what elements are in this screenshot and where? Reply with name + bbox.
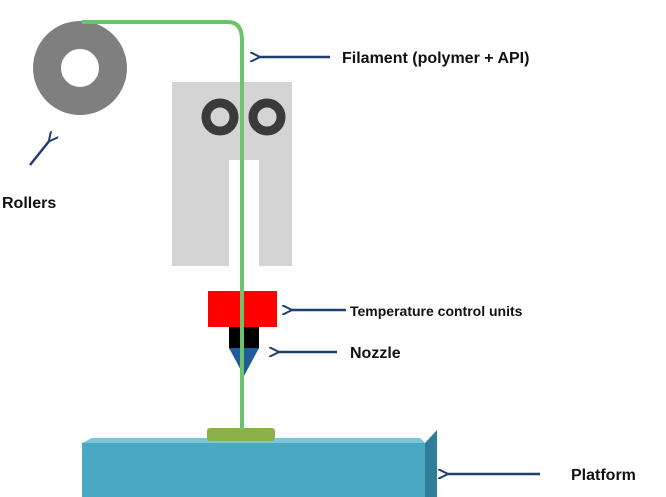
platform-front-face <box>82 443 425 497</box>
temperature-control-label: Temperature control units <box>350 303 523 319</box>
rollers-arrow <box>29 140 50 166</box>
feeder-roller-right <box>248 98 286 136</box>
filament-strand <box>82 20 244 430</box>
nozzle-label: Nozzle <box>350 345 401 362</box>
printed-part <box>207 428 275 441</box>
platform-side-face <box>425 430 437 497</box>
spool-roller <box>33 21 127 115</box>
filament-label: Filament (polymer + API) <box>342 50 529 67</box>
rollers-label: Rollers <box>2 195 56 212</box>
platform-label: Platform <box>571 467 636 484</box>
feeder-roller-left <box>201 98 239 136</box>
